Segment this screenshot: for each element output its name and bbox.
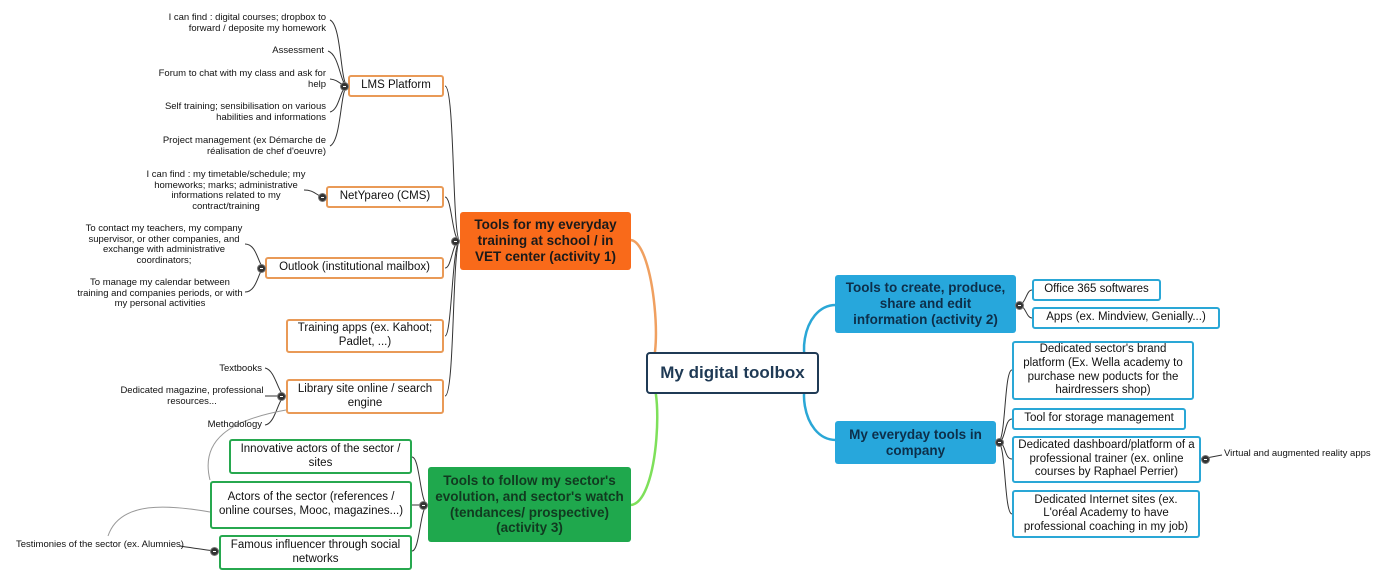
note-library-textbooks: Textbooks (219, 363, 262, 374)
collapse-toggle-icon[interactable] (318, 193, 327, 202)
note-vr-apps: Virtual and augmented reality apps (1224, 448, 1371, 459)
collapse-toggle-icon[interactable] (451, 237, 460, 246)
note-lms-project-management: Project management (ex Démarche de réali… (162, 135, 326, 157)
topic-famous-influencer[interactable]: Famous influencer through social network… (219, 535, 412, 570)
topic-library-site[interactable]: Library site online / search engine (286, 379, 444, 414)
branch-company-tools[interactable]: My everyday tools in company (835, 421, 996, 464)
topic-actors-of-sector[interactable]: Actors of the sector (references / onlin… (210, 481, 412, 529)
note-outlook-calendar: To manage my calendar between training a… (77, 277, 243, 310)
note-lms-self-training: Self training; sensibilisation on variou… (164, 101, 326, 123)
collapse-toggle-icon[interactable] (1015, 301, 1024, 310)
topic-brand-platform[interactable]: Dedicated sector's brand platform (Ex. W… (1012, 341, 1194, 400)
note-testimonies: Testimonies of the sector (ex. Alumnies) (16, 539, 184, 550)
collapse-toggle-icon[interactable] (419, 501, 428, 510)
branch-sector-watch[interactable]: Tools to follow my sector's evolution, a… (428, 467, 631, 542)
topic-outlook[interactable]: Outlook (institutional mailbox) (265, 257, 444, 279)
topic-training-apps[interactable]: Training apps (ex. Kahoot; Padlet, ...) (286, 319, 444, 353)
note-lms-digital-courses: I can find : digital courses; dropbox to… (168, 12, 326, 34)
topic-innovative-actors[interactable]: Innovative actors of the sector / sites (229, 439, 412, 474)
central-topic[interactable]: My digital toolbox (646, 352, 819, 394)
topic-internet-sites[interactable]: Dedicated Internet sites (ex. L'oréal Ac… (1012, 490, 1200, 538)
branch-training[interactable]: Tools for my everyday training at school… (460, 212, 631, 270)
topic-office-365[interactable]: Office 365 softwares (1032, 279, 1161, 301)
note-lms-assessment: Assessment (272, 45, 324, 56)
collapse-toggle-icon[interactable] (277, 392, 286, 401)
collapse-toggle-icon[interactable] (257, 264, 266, 273)
collapse-toggle-icon[interactable] (340, 82, 349, 91)
branch-create-tools[interactable]: Tools to create, produce, share and edit… (835, 275, 1016, 333)
note-lms-forum: Forum to chat with my class and ask for … (158, 68, 326, 90)
collapse-toggle-icon[interactable] (995, 438, 1004, 447)
topic-apps-mindview[interactable]: Apps (ex. Mindview, Genially...) (1032, 307, 1220, 329)
topic-dashboard-platform[interactable]: Dedicated dashboard/platform of a profes… (1012, 436, 1201, 483)
note-outlook-contact: To contact my teachers, my company super… (85, 223, 243, 266)
collapse-toggle-icon[interactable] (1201, 455, 1210, 464)
collapse-toggle-icon[interactable] (210, 547, 219, 556)
note-netypareo: I can find : my timetable/schedule; my h… (146, 169, 306, 212)
topic-lms-platform[interactable]: LMS Platform (348, 75, 444, 97)
topic-netypareo[interactable]: NetYpareo (CMS) (326, 186, 444, 208)
topic-storage-management[interactable]: Tool for storage management (1012, 408, 1186, 430)
note-library-magazine: Dedicated magazine, professional resourc… (120, 385, 264, 407)
note-library-methodology: Methodology (207, 419, 262, 430)
